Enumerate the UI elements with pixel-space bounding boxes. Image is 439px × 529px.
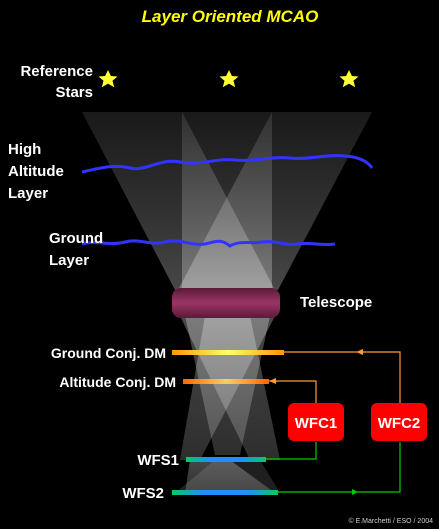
telescope-mirror [172, 288, 280, 318]
star-icon [98, 70, 118, 88]
wfs2-sensor [172, 490, 278, 495]
label-ground-layer: Layer [49, 252, 89, 269]
label-high: High [8, 141, 41, 158]
altitude-conj-dm [183, 379, 269, 384]
label-telescope: Telescope [300, 294, 372, 311]
wfs2-beam [185, 460, 275, 493]
label-altitude-conj-dm: Altitude Conj. DM [59, 374, 176, 390]
label-wfs2: WFS2 [122, 485, 164, 502]
arrow-icon [352, 489, 358, 495]
arrow-icon [269, 378, 276, 384]
ground-turbulence [81, 239, 336, 248]
diagram-title: Layer Oriented MCAO [142, 7, 319, 26]
star-icon [339, 70, 359, 88]
label-stars: Stars [55, 84, 93, 101]
wfc1-loop [266, 378, 317, 460]
label-altitude: Altitude [8, 163, 64, 180]
label-ground-conj-dm: Ground Conj. DM [51, 345, 166, 361]
label-ground: Ground [49, 230, 103, 247]
reference-stars [98, 70, 359, 88]
label-wfs1: WFS1 [137, 452, 179, 469]
wfs1-sensor [186, 457, 266, 462]
ground-conj-dm [172, 350, 284, 355]
focal-beams [175, 316, 280, 493]
arrow-icon [356, 349, 363, 355]
wfc1-box [288, 403, 344, 441]
wfc2-box [371, 403, 427, 441]
wfs2-beam-overlap [175, 460, 280, 493]
wfc1-label: WFC1 [295, 415, 338, 432]
wfc2-loop [278, 349, 401, 495]
light-beams [82, 112, 372, 290]
label-layer: Layer [8, 185, 48, 202]
star-icon [219, 70, 239, 88]
credit-text: © E.Marchetti / ESO / 2004 [348, 517, 433, 525]
wfc2-label: WFC2 [378, 415, 421, 432]
label-reference: Reference [20, 63, 93, 80]
high-altitude-turbulence [81, 154, 374, 174]
